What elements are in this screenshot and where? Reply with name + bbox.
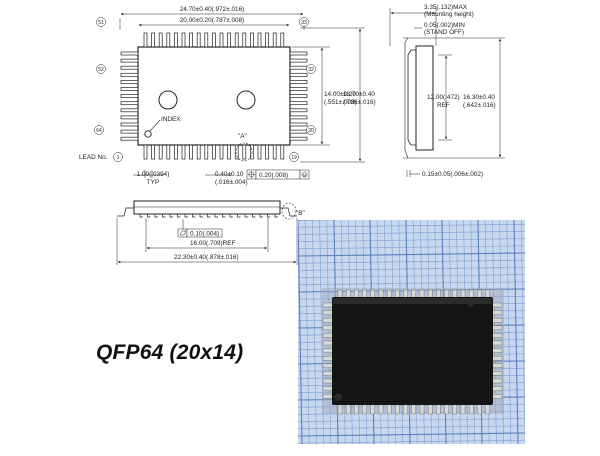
top-view: INDEX 24.70±0.40(.972±.016) 20.00±0.20(.… [79,6,376,186]
svg-text:19: 19 [291,155,297,161]
top-leads [143,32,285,48]
side-overall-dim: 16.30±0.40(.642±.016) [463,94,496,109]
front-leads [139,214,278,218]
svg-text:33: 33 [301,20,307,26]
body-height-dim: 14.00±0.20(.551±.008) [324,91,357,106]
pin-label-64: 64 [94,125,104,135]
side-view: 3.35(.132)MAX(Mounting height) 0.05(.002… [389,4,505,178]
right-leads [289,51,308,141]
pin-label-32: 32 [306,64,316,74]
lead-no-label: LEAD No. [79,154,108,161]
pitch-dim: 1.00(.0394)TYP [137,171,170,186]
bottom-leads [143,144,285,160]
svg-text:64: 64 [96,128,102,134]
pin-label-52: 52 [96,64,106,74]
lead-thickness-dim: 0.15±0.05(.006±.002) [422,171,483,178]
chip-photo [298,220,525,444]
pin-label-1: 1 [113,152,123,162]
svg-text:51: 51 [98,20,104,26]
detail-a-label: "A" [238,133,247,140]
mold-mark-left [158,90,178,110]
coplanarity-frame: 0.10(.004) [177,228,223,238]
front-overall-dim: 22.30±0.40(.878±.016) [174,254,239,261]
svg-text:1: 1 [117,155,120,161]
lead-width-dim: 0.40±0.10(.016±.004) [215,171,248,186]
side-lead [407,49,416,146]
detail-a-circle [235,142,253,162]
pin-label-51: 51 [96,17,106,27]
front-view: "B" 0.10(.004) 16.00(.709)REF 22.30±0.40… [116,200,305,265]
body-width-dim: 20.00±0.20(.787±.008) [180,17,245,24]
svg-text:0.20(.008): 0.20(.008) [259,172,288,179]
mold-mark-right [236,90,256,110]
pin-label-20: 20 [306,125,316,135]
detail-b-circle [281,202,297,220]
index-mark [144,130,152,138]
svg-text:M: M [303,173,306,178]
front-ref-dim: 16.00(.709)REF [190,240,236,247]
standoff-dim: 0.05(.002)MIN(STAND OFF) [424,22,465,36]
front-body [133,200,281,215]
svg-text:0.10(.004): 0.10(.004) [190,231,219,238]
overall-height-dim: 18.70±0.40(.736±.016) [343,91,376,106]
svg-text:52: 52 [98,67,104,73]
index-label: INDEX [161,116,181,123]
pin-label-19: 19 [289,152,299,162]
mounting-height-dim: 3.35(.132)MAX(Mounting height) [424,4,474,18]
detail-b-label: "B" [296,210,305,217]
pin-label-33: 33 [299,17,309,27]
svg-text:32: 32 [308,67,314,73]
package-title: QFP64 (20x14) [96,341,244,364]
chip-photo-body [322,288,504,415]
svg-text:20: 20 [308,128,314,134]
position-tolerance-frame: 0.20(.008) M [246,169,310,180]
ref-height-dim: 12.00(.472)REF [427,94,460,109]
overall-width-dim: 24.70±0.40(.972±.016) [180,6,245,13]
left-leads [120,51,139,141]
